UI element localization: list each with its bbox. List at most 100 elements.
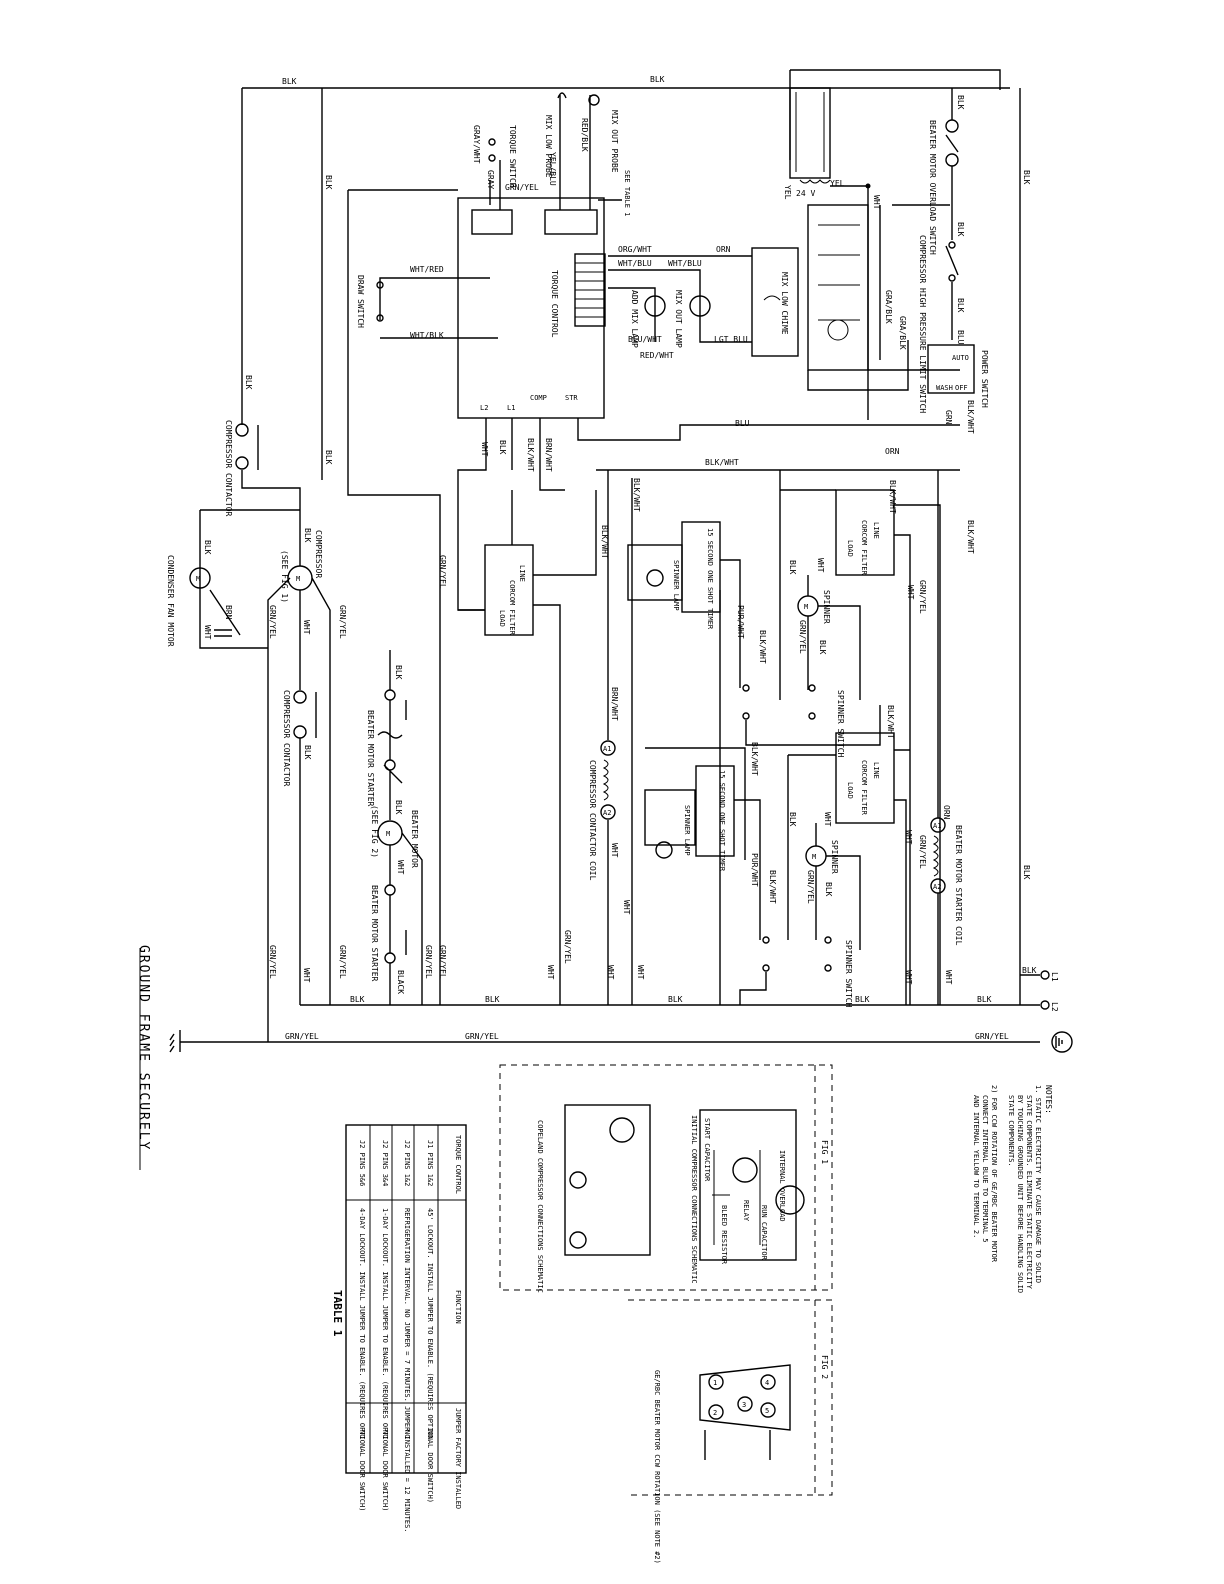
wire-label-blk: BLK [818,640,827,655]
wire-label-grnyel: GRN/YEL [285,1032,319,1041]
fig1-panel: FIG 1 COPELAND COMPRESSOR CONNECTIONS SC… [499,1064,833,1293]
wire-label-grnyel: GRN/YEL [424,945,433,979]
wire-label-gray: GRAY [486,170,495,189]
fig2-label: FIG 2 [820,1355,829,1379]
comp-hp-label: COMPRESSOR HIGH PRESSURE LIMIT SWITCH [918,235,927,413]
wire-label-blk: BLK [956,95,965,110]
svg-text:M: M [386,830,390,838]
beater-starter-coil: A1 A2 BEATER MOTOR STARTER COIL [930,470,963,1005]
see-table-label: SEE TABLE 1 [623,170,631,216]
svg-text:A2: A2 [603,809,611,817]
wire-label-blk: BLK [303,528,312,543]
wire-label-grywht: GRAY/WHT [472,125,481,164]
comp-contactor-label-2: COMPRESSOR CONTACTOR [282,690,291,787]
table-cell: J2 PINS 1&2 [403,1140,411,1186]
draw-switch-label: DRAW SWITCH [356,275,365,328]
svg-text:A1: A1 [603,745,611,753]
wire-label-purwht: PUR/WHT [750,853,759,887]
wire-label-wht: WHT [606,965,615,980]
fig1-relay: RELAY [742,1200,750,1222]
add-mix-lamp-label: ADD MIX LAMP [630,290,639,348]
corcom-label-3: CORCOM FILTER [860,760,868,816]
wire-label-blkwht: BLK/WHT [705,458,739,467]
wire-label-blk: BLK [282,77,297,86]
wire-label-whtblu: WHT/BLU [618,259,652,268]
spinner-circuit-1: 15 SECOND ONE SHOT TIMER SPINNER LAMP CO… [627,470,941,1005]
wire-label-brnwht: BRN/WHT [610,687,619,721]
wire-label-blk: BLK [956,222,965,237]
svg-text:4: 4 [765,1379,769,1387]
svg-text:STR: STR [565,394,578,402]
mix-low-chime: MIX LOW CHIME [751,247,799,357]
svg-text:LINE: LINE [518,565,526,582]
wire-label-blkwht: BLK/WHT [886,705,895,739]
wire-label-wht: WHT [904,970,913,985]
wire-label-blkwht: BLK/WHT [758,630,767,664]
wire-label-orgwht: ORG/WHT [618,245,652,254]
wire-label-wht: WHT [904,830,913,845]
wire-label-yel: YEL [783,185,792,200]
wire-label-grnyel: GRN/YEL [975,1032,1009,1041]
wire-label-blkwht: BLK/WHT [600,525,609,559]
wire-label-grnyel: GRN/YEL [338,945,347,979]
mix-out-lamp-label: MIX OUT LAMP [674,290,683,348]
power-terminals: L1 L2 [169,970,1073,1053]
comp-coil-label: COMPRESSOR CONTACTOR COIL [588,760,597,881]
wire-label-blk: BLK [650,75,665,84]
svg-text:A1: A1 [933,822,941,830]
one-shot-label: 15 SECOND ONE SHOT TIMER [706,528,714,630]
wire-label-whtred: WHT/RED [410,265,444,274]
wire-label-grnyel: GRN/YEL [918,580,927,614]
wire-label-blkwht: BLK/WHT [966,400,975,434]
note-line: AND INTERNAL YELLOW TO TERMINAL 2. [972,1095,980,1238]
wire-label-blk: BLK [324,175,333,190]
wire-label-blu: BLU [735,419,750,428]
wire-label-grn: GRN [944,410,953,425]
table-cell: NO [381,1430,389,1438]
wire-label-blk: BLK [394,665,403,680]
wire-label-blk: BLK [1022,170,1031,185]
notes-title: NOTES: [1044,1085,1053,1114]
table-cell: 45' LOCKOUT. INSTALL JUMPER TO ENABLE. (… [426,1208,434,1503]
wire-label-blk: BLK [788,560,797,575]
wire-label-grnyel: GRN/YEL [806,870,815,904]
relay-block [807,204,960,391]
svg-text:LOAD: LOAD [498,610,506,627]
wire-label-blkwht: BLK/WHT [632,478,641,512]
svg-text:M: M [804,603,808,611]
wire-label-redwht: RED/WHT [640,351,674,360]
svg-text:M: M [196,575,200,583]
wire-label-grnyel: GRN/YEL [505,183,539,192]
fig1-caption-b: COPELAND COMPRESSOR CONNECTIONS SCHEMATI… [536,1120,544,1293]
wire-label-redblk: RED/BLK [580,118,589,152]
fig2-caption: GE/RBC BEATER MOTOR CCW ROTATION (SEE NO… [653,1370,661,1564]
wire-label-wht: WHT [872,195,881,210]
table-cell: NO [358,1430,366,1438]
svg-text:1: 1 [713,1379,717,1387]
wire-label-grablk: GRA/BLK [898,316,907,350]
fig1-caption-a: INITIAL COMPRESSOR CONNECTIONS SCHEMATIC [690,1115,698,1284]
wire-label-blk: BLK [824,882,833,897]
terminal-l2: L2 [1050,1002,1059,1012]
wire-label-grnyel: GRN/YEL [798,620,807,654]
svg-text:LOAD: LOAD [846,540,854,557]
wire-label-yel: YEL [830,179,845,188]
beater-motor-label: BEATER MOTOR [410,810,419,868]
wire-label-wht: WHT [622,900,631,915]
spinner-label: SPINNER [822,590,831,624]
wire-label-grnyel: GRN/YEL [438,945,447,979]
table-header-col1: TORQUE CONTROL [454,1135,462,1194]
svg-text:L2: L2 [480,404,488,412]
wire-label-orn: ORN [716,245,731,254]
indicator-lamps: ADD MIX LAMP MIX OUT LAMP [608,255,752,348]
see-fig1-label: (SEE FIG 1) [280,550,289,603]
svg-text:L1: L1 [507,404,515,412]
spinner-switch-label-2: SPINNER SWITCH [844,940,853,1008]
svg-text:LINE: LINE [872,762,880,779]
wire-label-wht: WHT [203,625,212,640]
wire-text: BLK BLK BLK BLK BLK BLK BLK BLK GRN/YEL … [282,75,1037,1041]
wire-label-wht: WHT [816,558,825,573]
svg-text:3: 3 [742,1401,746,1409]
mix-out-probe-label: MIX OUT PROBE [610,110,619,173]
